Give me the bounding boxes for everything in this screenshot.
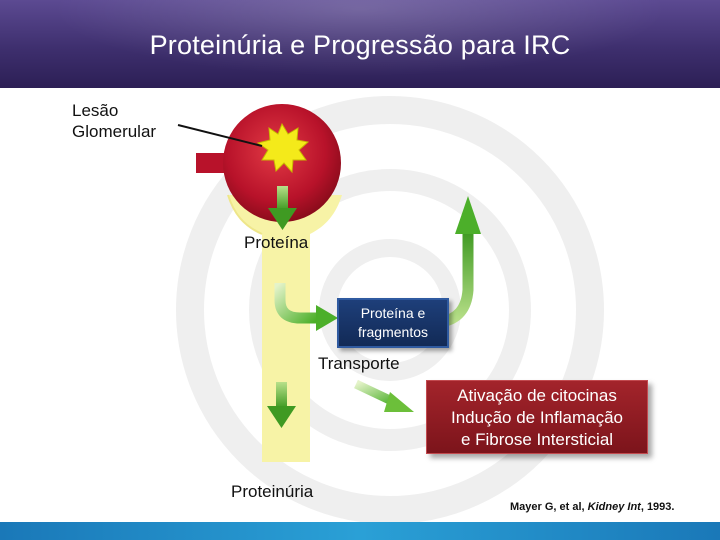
box-citocinas-line3: e Fibrose Intersticial <box>460 430 614 449</box>
box-citocinas-line1: Ativação de citocinas <box>457 386 617 405</box>
label-transporte: Transporte <box>318 354 400 373</box>
label-lesao-line1: Lesão <box>72 101 119 120</box>
citation-authors: Mayer G, et al, <box>510 501 588 513</box>
arrow-transport-icon <box>354 379 414 412</box>
lesion-pointer-line <box>177 124 263 147</box>
label-lesao-glomerular: Lesão Glomerular <box>72 100 156 142</box>
box-citocinas-line2: Indução de Inflamação <box>450 408 623 427</box>
label-lesao-line2: Glomerular <box>72 122 157 141</box>
title-bar: Proteinúria e Progressão para IRC <box>0 0 720 88</box>
label-proteinuria: Proteinúria <box>231 482 314 501</box>
box-fragmentos-line2: fragmentos <box>357 324 429 340</box>
watermark <box>176 96 604 522</box>
arrow-down-tubule-icon <box>267 382 296 428</box>
box-ativacao-citocinas: Ativação de citocinas Indução de Inflama… <box>426 380 648 454</box>
arrow-down-glomerulus-icon <box>268 186 297 230</box>
box-proteina-fragmentos: Proteína e fragmentos <box>337 298 449 348</box>
arrow-to-fragments-icon <box>274 283 338 331</box>
citation-year: , 1993. <box>640 501 675 513</box>
bottom-bar <box>0 522 720 540</box>
tubule-outline-left <box>227 194 263 235</box>
lesion-star-icon <box>256 122 310 174</box>
slide-title: Proteinúria e Progressão para IRC <box>149 30 571 60</box>
title-shine <box>0 0 720 88</box>
citation: Mayer G, et al, Kidney Int, 1993. <box>510 501 674 513</box>
citation-journal: Kidney Int <box>587 501 641 513</box>
diagram <box>176 96 604 522</box>
box-fragmentos-line1: Proteína e <box>360 305 426 321</box>
tubule-shape <box>228 195 342 462</box>
label-proteina: Proteína <box>244 233 309 252</box>
